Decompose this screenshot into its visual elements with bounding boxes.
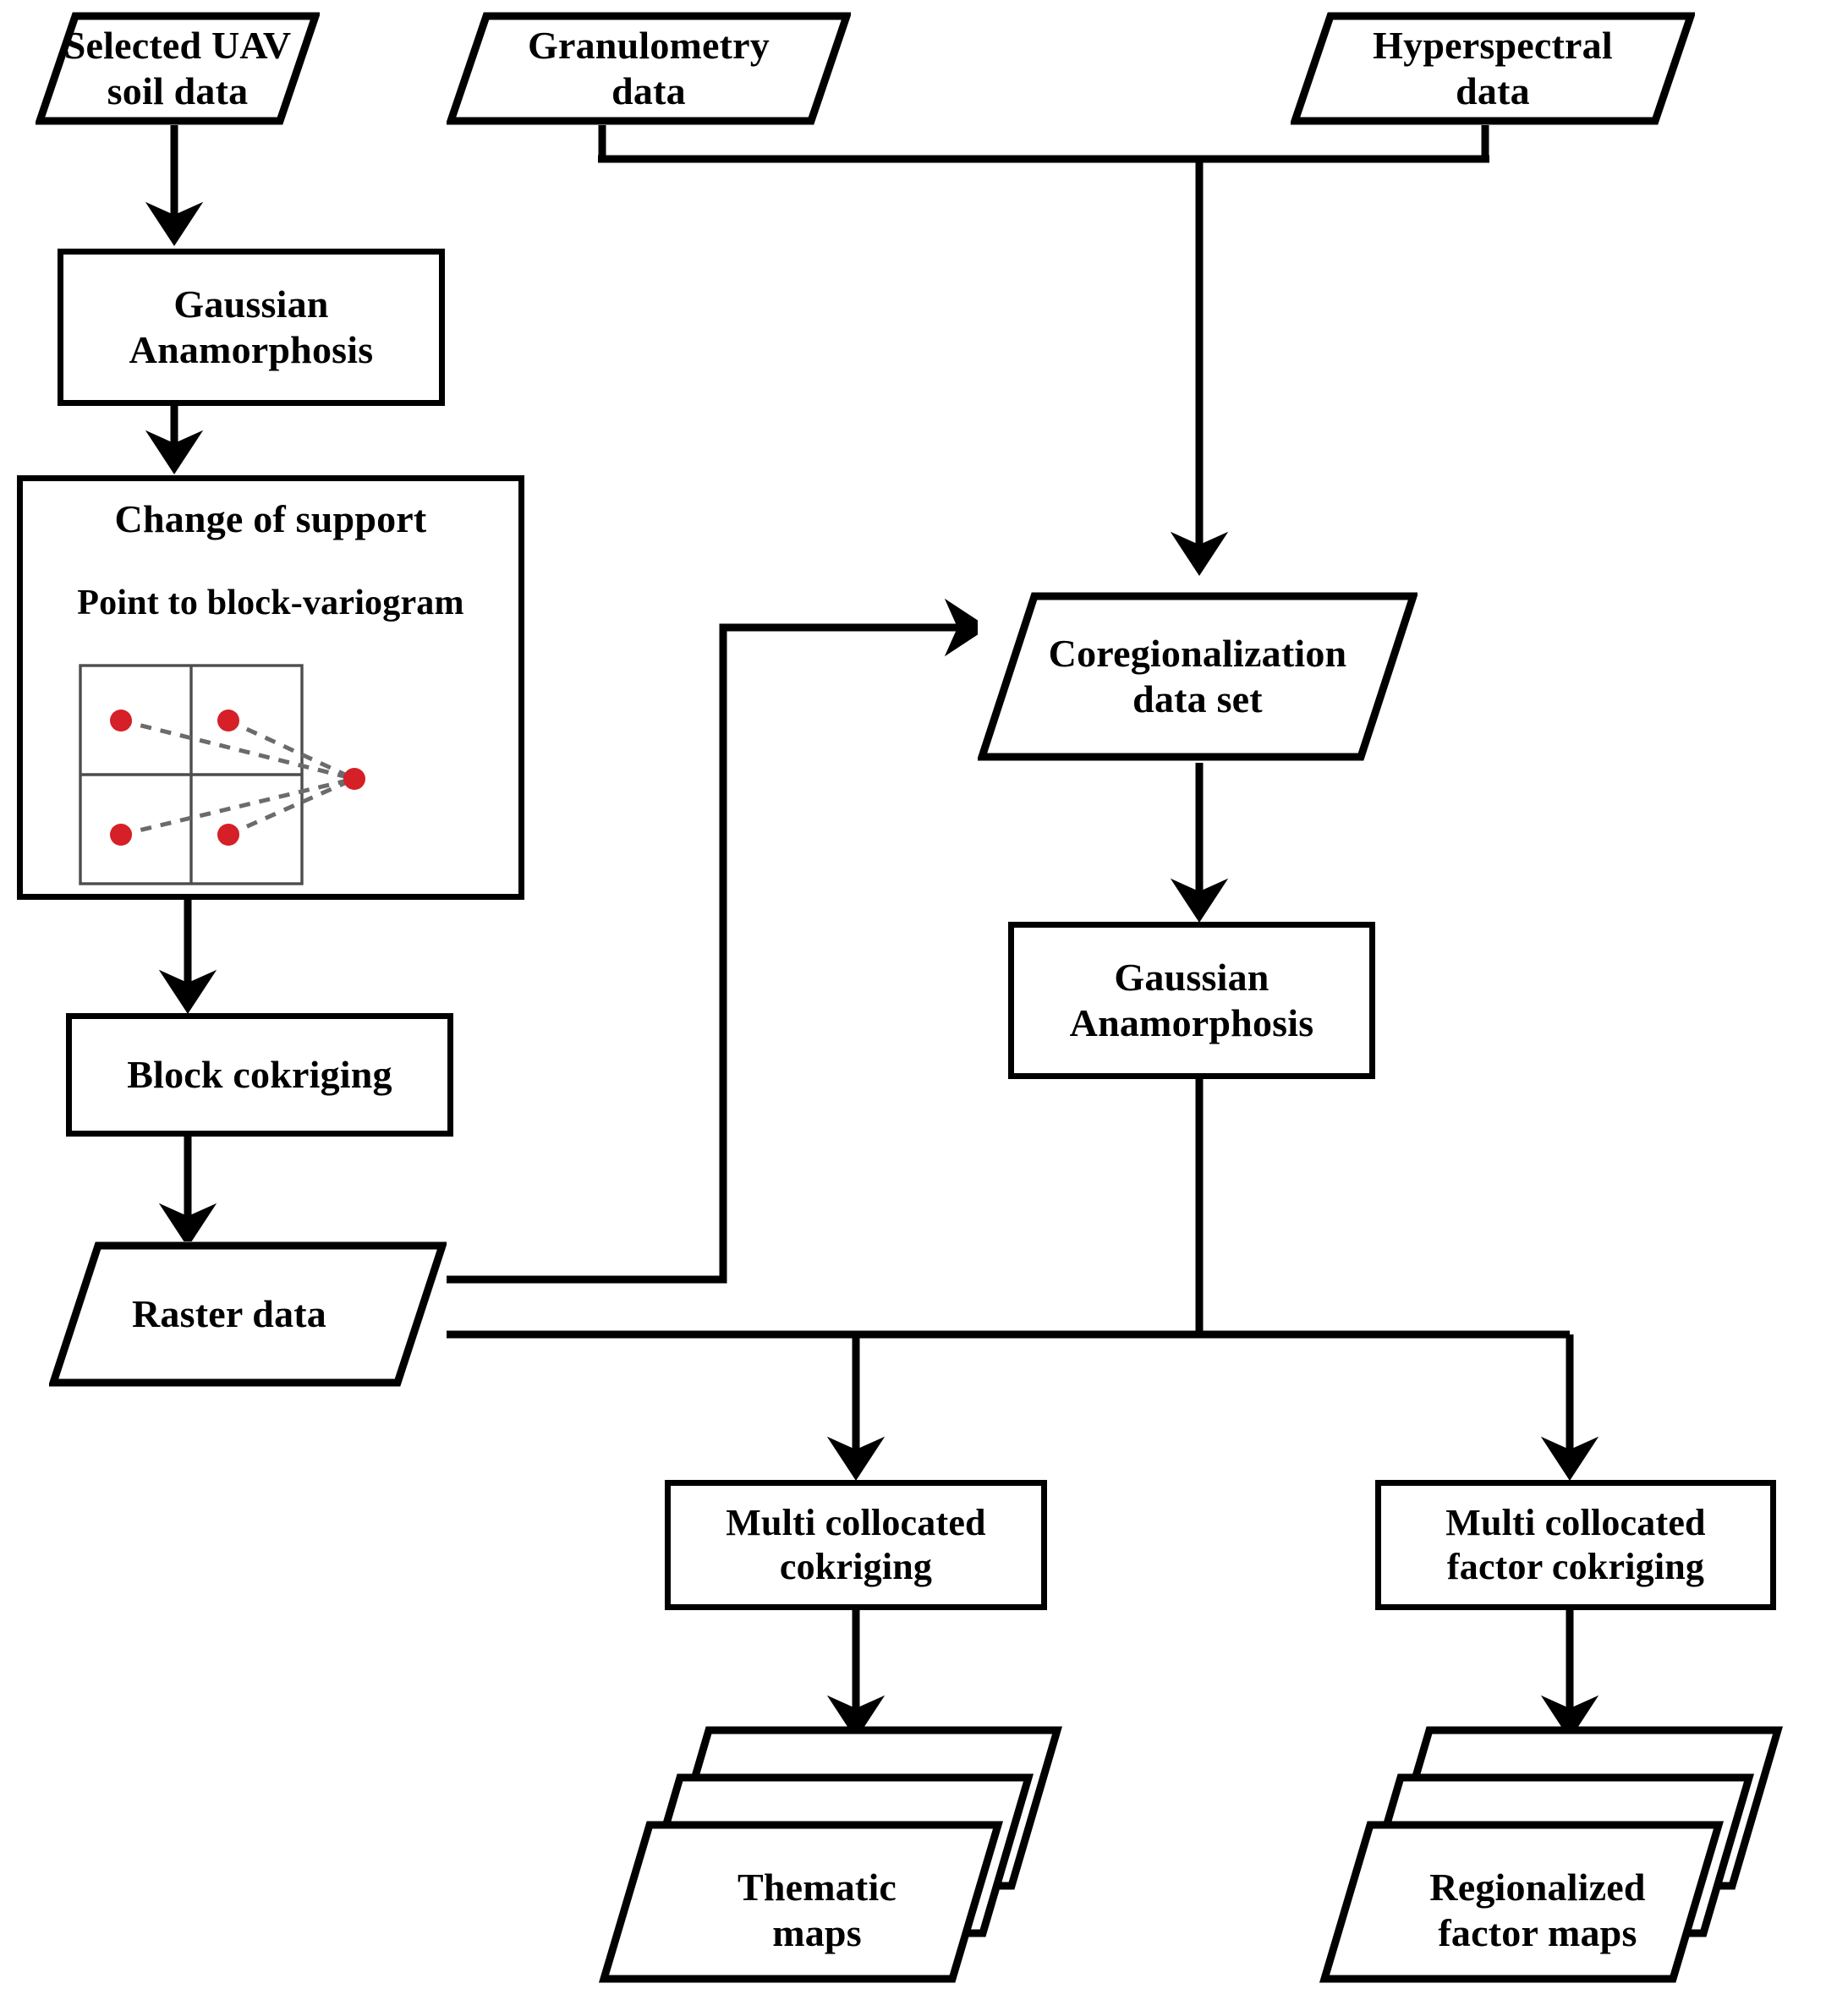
change-of-support-title: Change of support bbox=[114, 497, 427, 540]
sample-point bbox=[217, 710, 239, 731]
parallelogram-shape bbox=[1291, 12, 1695, 125]
sample-point bbox=[110, 710, 132, 731]
change-of-support-subtitle: Point to block-variogram bbox=[77, 584, 464, 622]
node-gaussian-anamorphosis-right[interactable]: Gaussian Anamorphosis bbox=[1008, 922, 1375, 1079]
node-block-cokriging[interactable]: Block cokriging bbox=[66, 1013, 453, 1137]
node-raster-data[interactable]: Raster data bbox=[49, 1241, 447, 1387]
stacked-parallelogram-shape bbox=[1319, 1726, 1783, 1983]
node-gaussian-anamorphosis-left[interactable]: Gaussian Anamorphosis bbox=[58, 249, 445, 406]
stack-sheet-front bbox=[598, 1821, 1004, 1983]
node-label: Hyperspectral data bbox=[1373, 23, 1613, 112]
stacked-parallelogram-shape bbox=[598, 1726, 1062, 1983]
parallelogram-shape bbox=[447, 12, 851, 125]
parallelogram-shape bbox=[36, 12, 320, 125]
node-label: Raster data bbox=[131, 1291, 327, 1335]
variogram-svg bbox=[79, 664, 365, 885]
node-coregionalization-data-set[interactable]: Coregionalization data set bbox=[978, 592, 1418, 761]
node-label: Gaussian Anamorphosis bbox=[1069, 955, 1314, 1044]
node-label: Block cokriging bbox=[127, 1052, 392, 1096]
node-label: Granulometry data bbox=[527, 23, 770, 112]
node-thematic-maps[interactable]: Thematic maps bbox=[592, 1725, 1062, 1984]
node-label: Selected UAV soil data bbox=[63, 23, 292, 112]
node-selected-uav-soil-data[interactable]: Selected UAV soil data bbox=[36, 12, 320, 125]
node-multi-collocated-factor-cokriging[interactable]: Multi collocated factor cokriging bbox=[1375, 1480, 1776, 1610]
node-change-of-support[interactable]: Change of support Point to block-variogr… bbox=[17, 475, 524, 900]
node-label: Thematic maps bbox=[737, 1865, 897, 1954]
node-hyperspectral-data[interactable]: Hyperspectral data bbox=[1291, 12, 1695, 125]
dashed-link-group bbox=[120, 718, 356, 837]
parallelogram-shape bbox=[49, 1241, 447, 1387]
node-regionalized-factor-maps[interactable]: Regionalized factor maps bbox=[1313, 1725, 1783, 1984]
block-grid bbox=[79, 664, 304, 885]
node-multi-collocated-cokriging[interactable]: Multi collocated cokriging bbox=[665, 1480, 1047, 1610]
node-label: Multi collocated factor cokriging bbox=[1445, 1502, 1706, 1587]
node-granulometry-data[interactable]: Granulometry data bbox=[447, 12, 851, 125]
external-target-point bbox=[343, 768, 365, 790]
node-label: Coregionalization data set bbox=[1048, 631, 1347, 721]
sample-point bbox=[217, 824, 239, 846]
stack-sheet-front bbox=[1319, 1821, 1725, 1983]
node-label: Multi collocated cokriging bbox=[726, 1502, 986, 1587]
sample-point-group bbox=[110, 710, 365, 846]
sample-point bbox=[110, 824, 132, 846]
node-label: Regionalized factor maps bbox=[1429, 1865, 1646, 1954]
parallelogram-shape bbox=[978, 592, 1418, 761]
point-to-block-variogram-figure bbox=[23, 650, 518, 885]
node-label: Gaussian Anamorphosis bbox=[129, 282, 374, 371]
